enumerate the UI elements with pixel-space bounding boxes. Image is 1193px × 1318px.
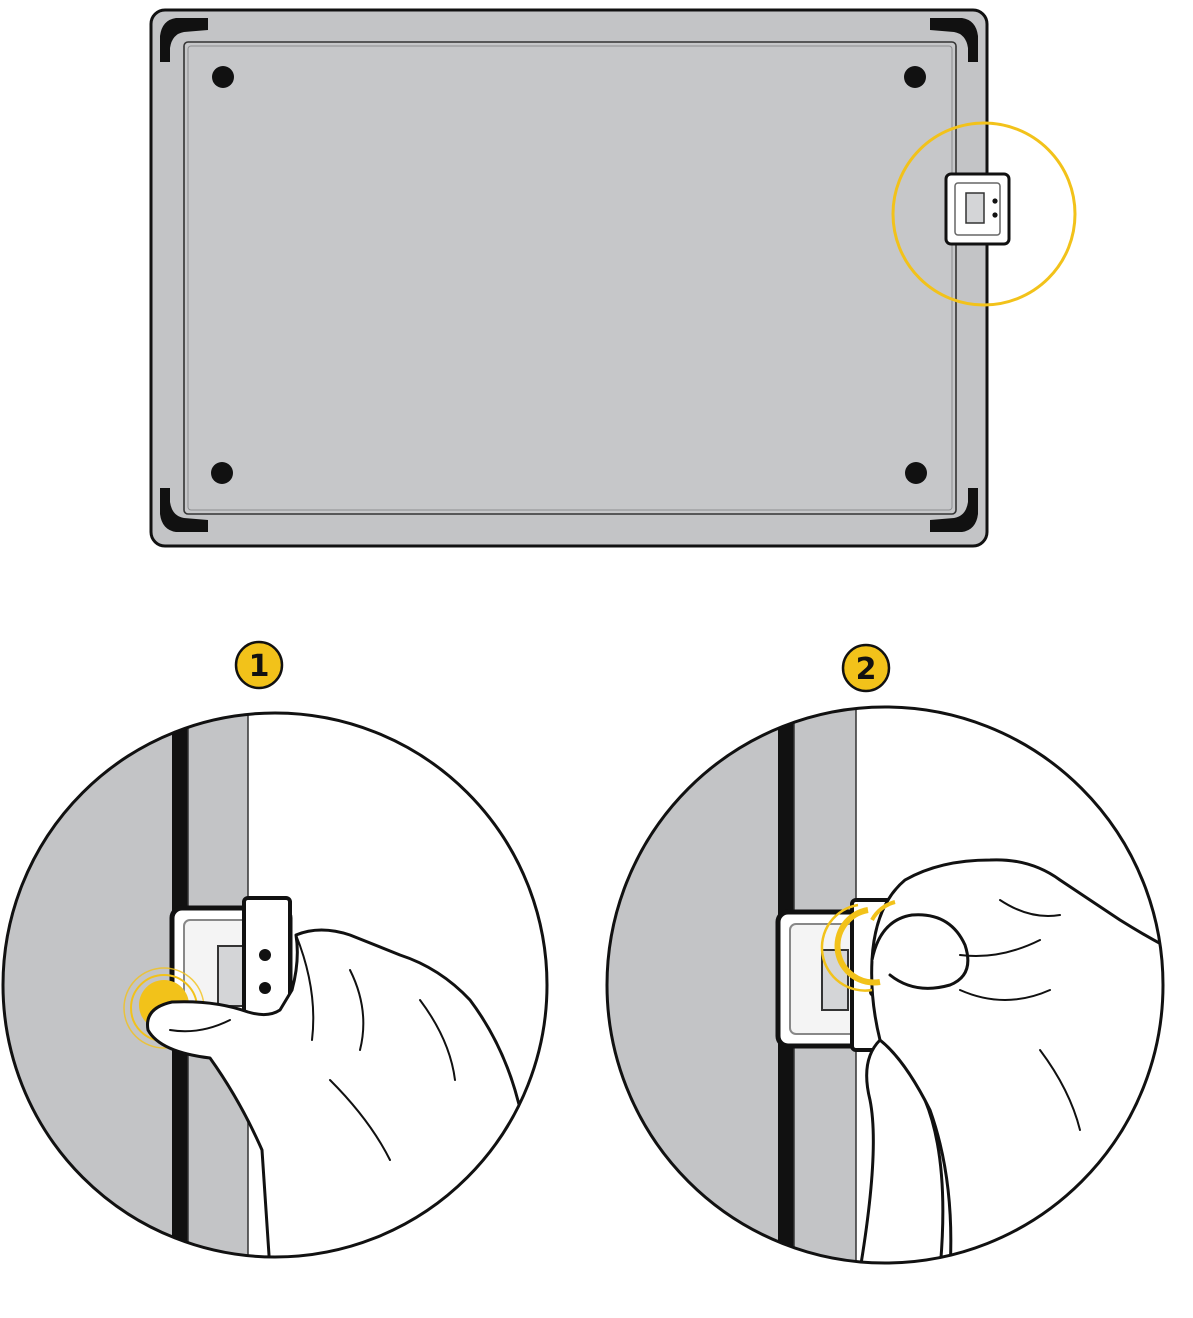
step-1-zoom-view — [1, 711, 549, 1259]
device-inner-panel-line — [187, 45, 953, 511]
step-2-zoom-view — [605, 705, 1165, 1265]
callout-highlight-circle — [891, 121, 1077, 307]
corner-bumper-top-right — [930, 18, 978, 62]
pull-ripple-icon — [820, 900, 896, 992]
corner-bumper-top-left — [160, 18, 208, 62]
device-edge-panel-2 — [607, 707, 778, 1263]
hand-pressing — [146, 928, 547, 1257]
step-number-1: 1 — [249, 649, 270, 684]
device-inner-panel — [183, 41, 957, 515]
step-1-zoom-frame — [1, 711, 549, 1259]
corner-bumper-bottom-right — [930, 488, 978, 532]
step-2-zoom-frame — [605, 705, 1165, 1265]
step-badge-2: 2 — [841, 643, 891, 693]
screw-hole-top-left — [212, 66, 234, 88]
screw-hole-bottom-right — [905, 462, 927, 484]
side-latch-module — [944, 172, 1011, 246]
step-badge-1: 1 — [234, 640, 284, 690]
screw-hole-top-right — [904, 66, 926, 88]
corner-bumper-bottom-left — [160, 488, 208, 532]
step-number-2: 2 — [856, 652, 877, 687]
device-back-view — [149, 8, 1077, 548]
screw-hole-bottom-left — [211, 462, 233, 484]
